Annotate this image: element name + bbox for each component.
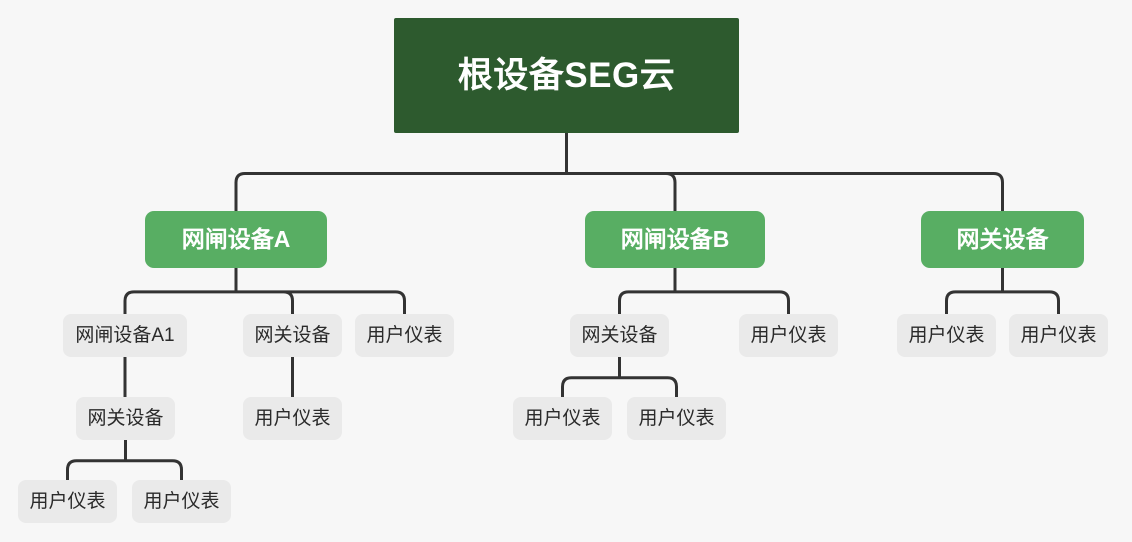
node-a1-meter-1[interactable]: 用户仪表: [18, 480, 117, 523]
connector-gate-a: [123, 266, 406, 316]
node-root[interactable]: 根设备SEG云: [394, 18, 739, 133]
node-gateway-top-label: 网关设备: [956, 226, 1049, 252]
node-gw-meter-1-label: 用户仪表: [908, 325, 985, 346]
node-a-meter[interactable]: 用户仪表: [355, 314, 454, 357]
node-gw-meter-2[interactable]: 用户仪表: [1009, 314, 1108, 357]
node-a-meter-label: 用户仪表: [366, 325, 443, 346]
node-a1-gateway-label: 网关设备: [87, 408, 164, 429]
node-a-gateway-meter[interactable]: 用户仪表: [243, 397, 342, 440]
node-b-meter-label: 用户仪表: [750, 325, 827, 346]
node-b-gateway-meter-1-label: 用户仪表: [524, 408, 601, 429]
node-a1-meter-2-label: 用户仪表: [143, 491, 220, 512]
node-b-gateway-label: 网关设备: [581, 325, 658, 346]
node-b-gateway-meter-2[interactable]: 用户仪表: [627, 397, 726, 440]
node-gate-b[interactable]: 网闸设备B: [585, 211, 765, 268]
connector-b-gateway: [561, 355, 678, 399]
node-a-gateway[interactable]: 网关设备: [243, 314, 342, 357]
node-a1-meter-1-label: 用户仪表: [29, 491, 106, 512]
node-gate-a1[interactable]: 网闸设备A1: [63, 314, 187, 357]
connector-gateway-top: [945, 266, 1060, 316]
node-gateway-top[interactable]: 网关设备: [921, 211, 1084, 268]
node-a1-meter-2[interactable]: 用户仪表: [132, 480, 231, 523]
node-gate-a-label: 网闸设备A: [181, 226, 291, 252]
node-gate-a1-label: 网闸设备A1: [75, 325, 175, 346]
node-a-gateway-meter-label: 用户仪表: [254, 408, 331, 429]
node-gate-a[interactable]: 网闸设备A: [145, 211, 327, 268]
node-gw-meter-2-label: 用户仪表: [1020, 325, 1097, 346]
connector-a1-gateway: [66, 438, 183, 482]
node-a-gateway-label: 网关设备: [254, 325, 331, 346]
node-a1-gateway[interactable]: 网关设备: [76, 397, 175, 440]
node-b-meter[interactable]: 用户仪表: [739, 314, 838, 357]
connector-gate-b: [618, 266, 790, 316]
node-b-gateway[interactable]: 网关设备: [570, 314, 669, 357]
node-root-label: 根设备SEG云: [457, 56, 676, 95]
node-b-gateway-meter-1[interactable]: 用户仪表: [513, 397, 612, 440]
node-b-gateway-meter-2-label: 用户仪表: [638, 408, 715, 429]
node-gate-b-label: 网闸设备B: [620, 226, 730, 252]
connector-root: [234, 131, 1004, 213]
node-gw-meter-1[interactable]: 用户仪表: [897, 314, 996, 357]
